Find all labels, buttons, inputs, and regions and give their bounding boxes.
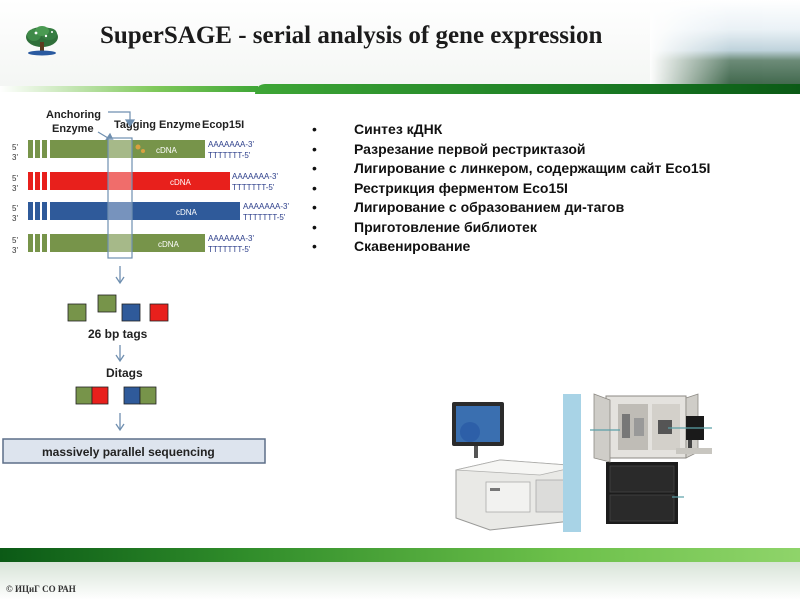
anchoring-enzyme-label-line1: Anchoring xyxy=(46,109,101,121)
tag-region-highlight xyxy=(107,137,133,259)
slide-title: SuperSAGE - serial analysis of gene expr… xyxy=(100,22,603,49)
list-item: Синтез кДНК xyxy=(312,120,710,140)
cdna-label: cDNA xyxy=(170,178,192,187)
list-item: Лигирование с линкером, содержащим сайт … xyxy=(312,159,710,179)
down-arrow-icon xyxy=(115,413,125,432)
down-arrow-icon xyxy=(115,345,125,363)
strand-3prime-label: 3' xyxy=(12,153,18,162)
list-item: Скавенирование xyxy=(312,237,710,257)
strand-5prime-label: 5' xyxy=(12,236,18,245)
ditags-label: Ditags xyxy=(106,366,143,380)
cdna-strand: 5' 3' cDNA AAAAAAA-3' TTTTTTT-5' xyxy=(12,202,289,223)
polya-tail-label: AAAAAAA-3' xyxy=(208,140,254,149)
tree-logo-icon xyxy=(26,26,58,56)
sequencing-box xyxy=(2,438,266,464)
cdna-strand: 5' 3' cDNA AAAAAAA-3' TTTTTTT-5' xyxy=(12,234,254,255)
polyt-tail-label: TTTTTTT-5' xyxy=(208,151,251,160)
ditags-row xyxy=(75,386,157,405)
list-item: Рестрикция ферментом Eco15I xyxy=(312,179,710,199)
cdna-label: cDNA xyxy=(156,146,178,155)
polyt-tail-label: TTTTTTT-5' xyxy=(232,183,275,192)
cdna-label: cDNA xyxy=(158,240,180,249)
footer-background xyxy=(0,562,800,600)
list-item: Разрезание первой рестриктазой xyxy=(312,140,710,160)
strand-3prime-label: 3' xyxy=(12,184,18,193)
copyright-footer: © ИЦиГ СО РАН xyxy=(6,584,76,594)
cdna-label: cDNA xyxy=(176,208,198,217)
header-divider-right xyxy=(255,84,800,94)
anchoring-enzyme-label-line2: Enzyme xyxy=(52,123,94,135)
list-item: Лигирование с образованием ди-тагов xyxy=(312,198,710,218)
tagging-enzyme-name: Ecop15I xyxy=(202,119,244,131)
header-landscape-photo xyxy=(650,0,800,84)
sequencer-equipment-image xyxy=(452,393,712,532)
cdna-strand: 5' 3' cDNA AAAAAAA-3' TTTTTTT-5' xyxy=(12,140,254,162)
process-steps-list: Синтез кДНК Разрезание первой рестриктаз… xyxy=(312,120,710,257)
footer-divider xyxy=(0,548,800,562)
strand-5prime-label: 5' xyxy=(12,143,18,152)
polya-tail-label: AAAAAAA-3' xyxy=(208,234,254,243)
strand-5prime-label: 5' xyxy=(12,204,18,213)
supersage-diagram: Anchoring Enzyme Tagging Enzyme Ecop15I … xyxy=(2,109,289,464)
polya-tail-label: AAAAAAA-3' xyxy=(232,172,278,181)
cdna-strand: 5' 3' cDNA AAAAAAA-3' TTTTTTT-5' xyxy=(12,172,278,193)
polyt-tail-label: TTTTTTT-5' xyxy=(243,213,286,222)
sequencing-label: massively parallel sequencing xyxy=(42,445,215,459)
strand-3prime-label: 3' xyxy=(12,246,18,255)
tags-label: 26 bp tags xyxy=(88,327,148,341)
strand-5prime-label: 5' xyxy=(12,174,18,183)
polya-tail-label: AAAAAAA-3' xyxy=(243,202,289,211)
tags-row xyxy=(67,294,169,322)
tagging-enzyme-label: Tagging Enzyme xyxy=(114,119,201,131)
down-arrow-icon xyxy=(115,266,125,285)
list-item: Приготовление библиотек xyxy=(312,218,710,238)
header-divider-left xyxy=(0,86,258,92)
strand-3prime-label: 3' xyxy=(12,214,18,223)
polyt-tail-label: TTTTTTT-5' xyxy=(208,245,251,254)
